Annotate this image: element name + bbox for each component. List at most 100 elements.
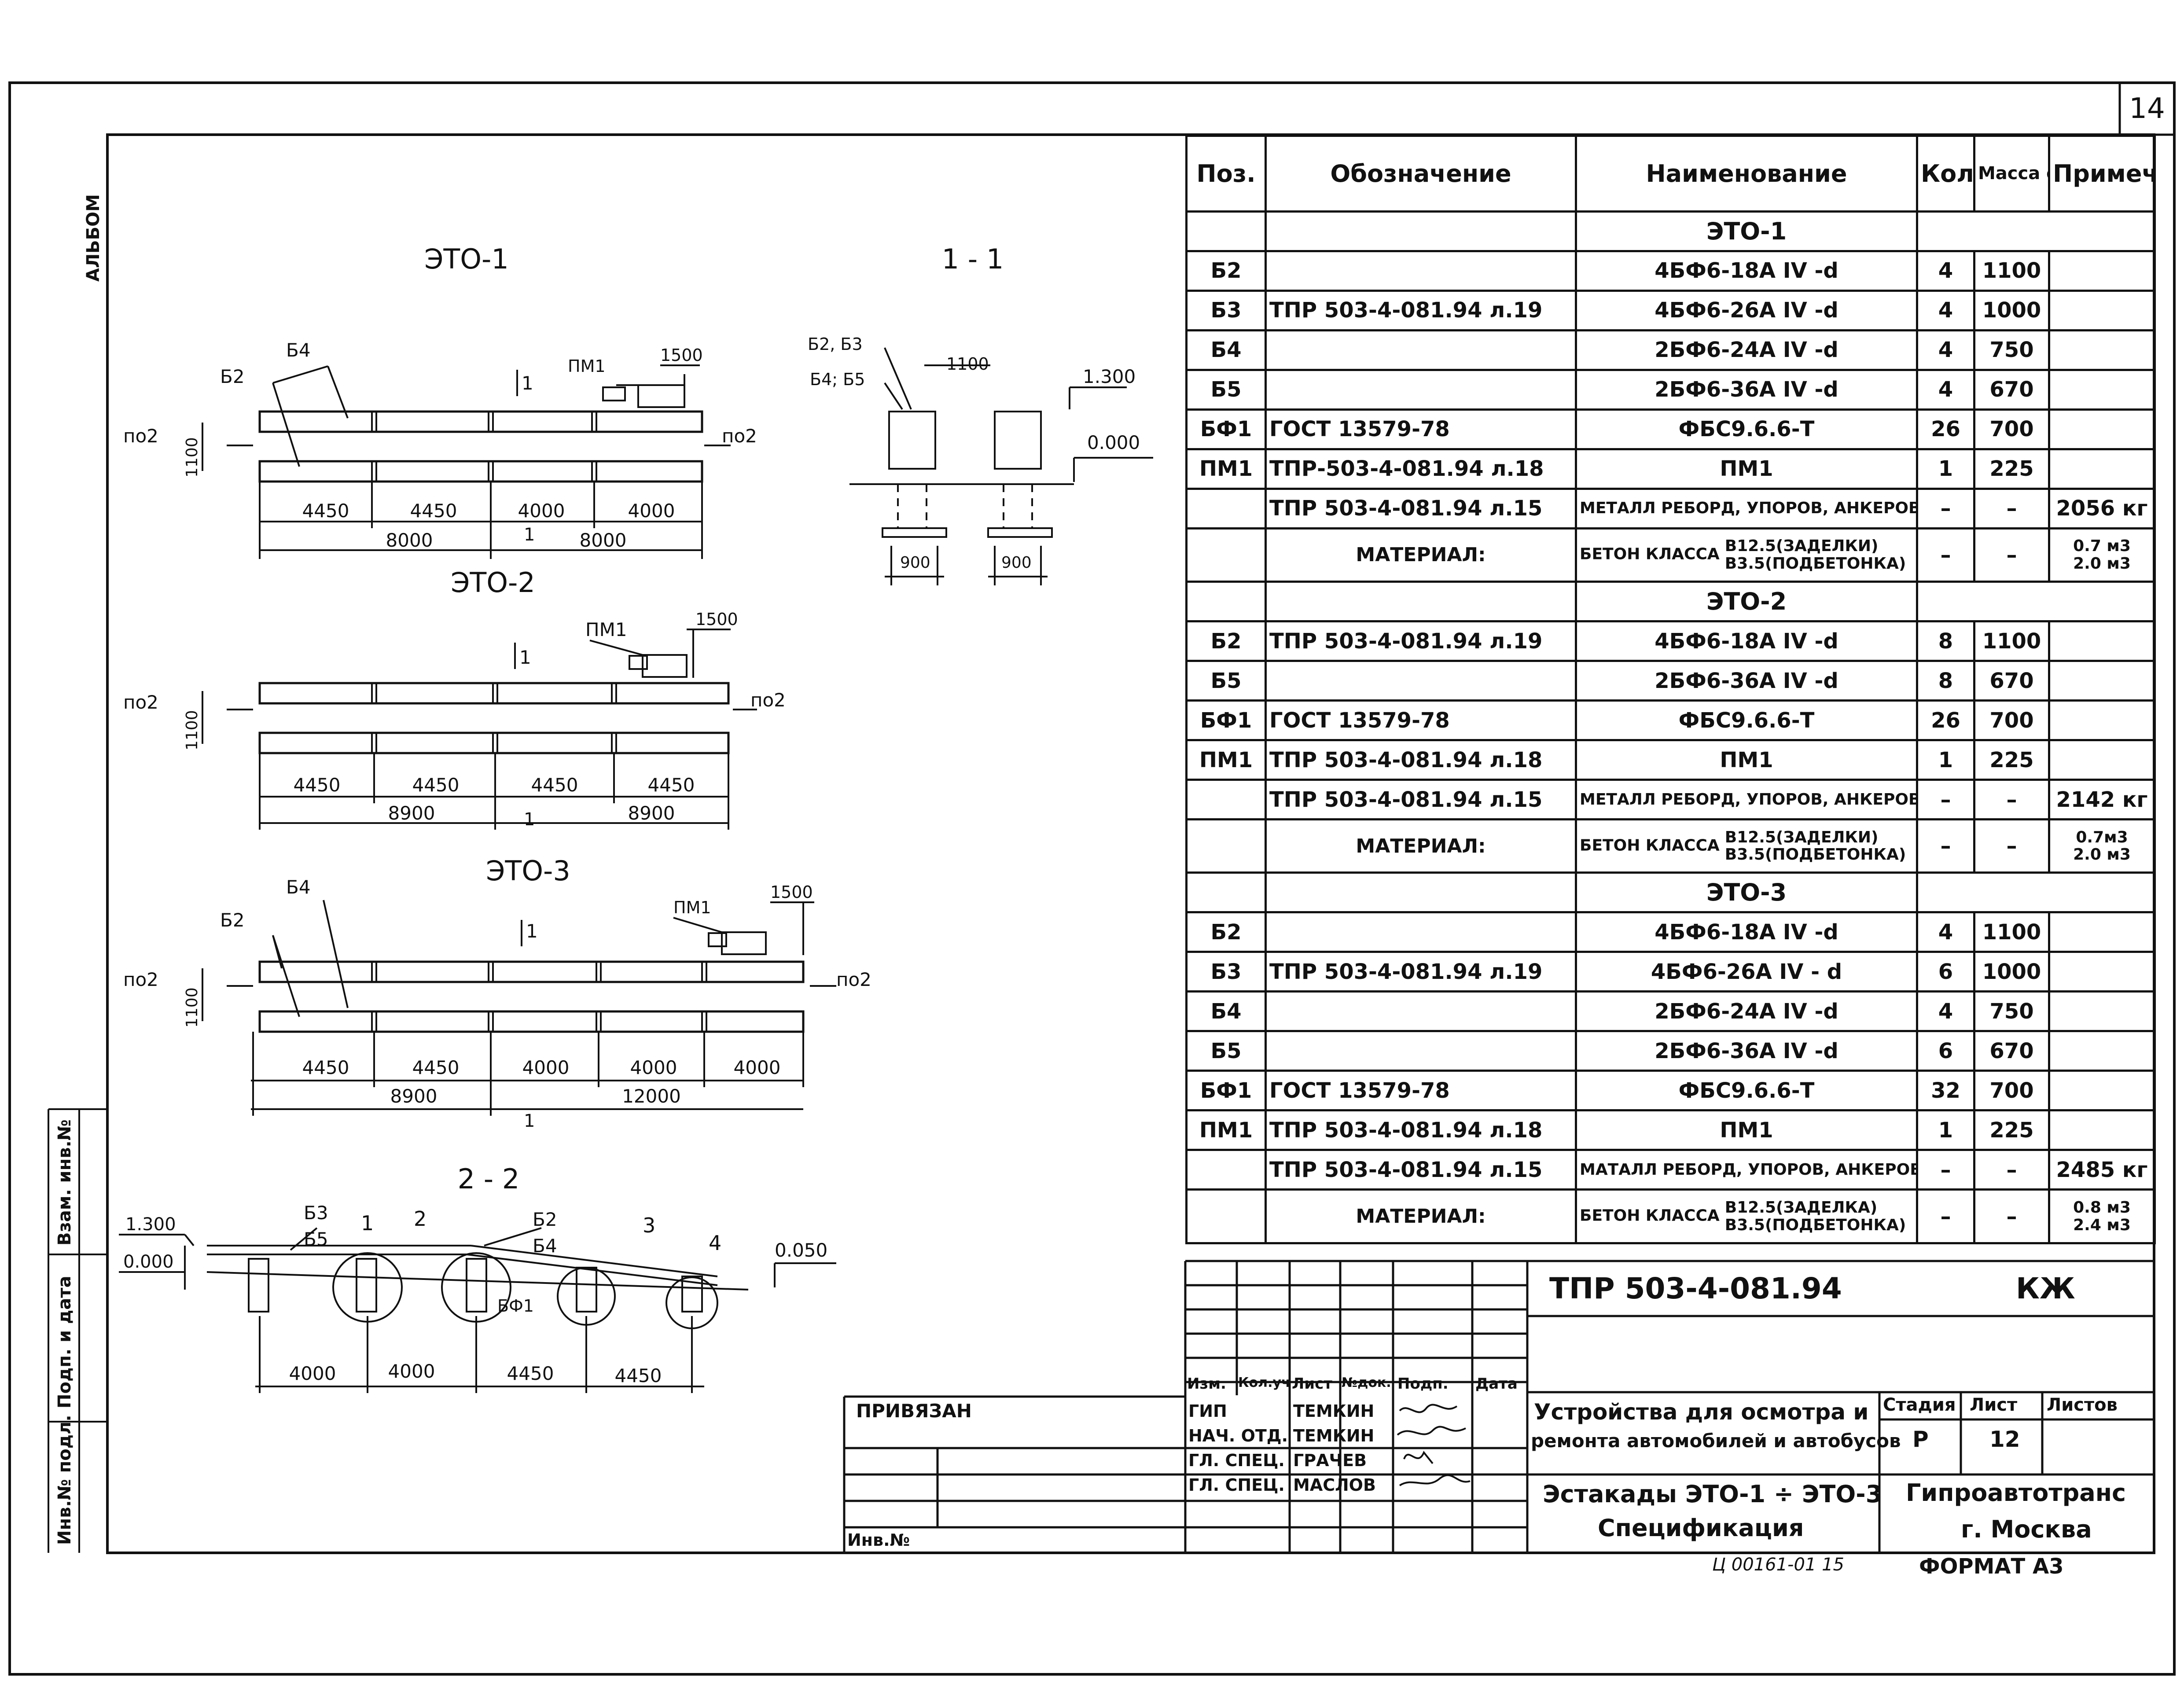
name-cell: 2БФ6-36А IV -d xyxy=(1575,368,1918,411)
eto3-label: 1100 xyxy=(183,987,201,1028)
mass-cell: – xyxy=(1973,779,2050,821)
eto3-cut-mark: 1 xyxy=(524,1111,535,1131)
designation-cell xyxy=(1265,990,1577,1033)
position-cell: Б5 xyxy=(1185,368,1267,411)
material-grade-a: В12.5(ЗАДЕЛКИ) xyxy=(1724,537,1879,555)
eto1-label: Б4 xyxy=(286,339,311,361)
project-code: ТПР 503-4-081.94 xyxy=(1549,1272,1842,1305)
name-cell: 2БФ6-36А IV -d xyxy=(1575,660,1918,702)
mass-cell: 225 xyxy=(1973,739,2050,781)
eto2-title: ЭТО-2 xyxy=(451,566,535,599)
section22-dim: 4000 xyxy=(388,1360,435,1382)
name-cell: 2БФ6-36А IV -d xyxy=(1575,1030,1918,1072)
position-cell: Б5 xyxy=(1185,1030,1267,1072)
quantity-cell: 6 xyxy=(1916,951,1975,993)
eto2-dim: 4450 xyxy=(294,774,341,796)
designation-cell: ТПР 503-4-081.94 л.18 xyxy=(1265,1109,1577,1151)
eto2-dim: 4450 xyxy=(648,774,695,796)
sheet-value: 12 xyxy=(1989,1427,2020,1452)
designation-cell xyxy=(1265,329,1577,371)
signatures-image xyxy=(1397,1404,1471,1486)
eto3-label: 1500 xyxy=(770,882,813,902)
mass-cell: 700 xyxy=(1973,699,2050,742)
signer-role: ГИП xyxy=(1188,1401,1227,1421)
eto1-label: 1 xyxy=(522,372,533,394)
rev-header-sheet: Лист xyxy=(1292,1375,1332,1393)
note-cell: 2142 кг xyxy=(2048,779,2156,821)
quantity-cell: 8 xyxy=(1916,660,1975,702)
designation-cell: ТПР 503-4-081.94 л.19 xyxy=(1265,289,1577,331)
position-cell: Б3 xyxy=(1185,951,1267,993)
eto1-dim: 4000 xyxy=(628,500,675,522)
name-cell: 4БФ6-18А IV -d xyxy=(1575,911,1918,953)
section22-title: 2 - 2 xyxy=(458,1163,520,1195)
section11-label: 1100 xyxy=(946,354,989,374)
note-cell: 2485 кг xyxy=(2048,1149,2156,1191)
drawing-mark: КЖ xyxy=(2016,1272,2075,1305)
left-strip-label-2: Подп. и дата xyxy=(55,1276,75,1408)
eto3-dim: 4000 xyxy=(734,1057,781,1078)
eto2-label: 1500 xyxy=(695,610,738,629)
mass-cell: 225 xyxy=(1973,448,2050,490)
position-cell: Б3 xyxy=(1185,289,1267,331)
mass-cell: 670 xyxy=(1973,1030,2050,1072)
stage-label: Стадия xyxy=(1883,1395,1956,1415)
eto2-cut-mark: 1 xyxy=(524,809,535,830)
designation-cell: ТПР 503-4-081.94 л.18 xyxy=(1265,739,1577,781)
note-cell xyxy=(2048,1070,2156,1112)
sheet-number: 14 xyxy=(2129,92,2165,125)
note-cell xyxy=(2048,660,2156,702)
designation-cell: ТПР-503-4-081.94 л.18 xyxy=(1265,448,1577,490)
designation-cell: ГОСТ 13579-78 xyxy=(1265,1070,1577,1112)
eto2-label: ПМ1 xyxy=(585,619,627,640)
sheet-number-box xyxy=(2118,81,2176,136)
name-cell: ПМ1 xyxy=(1575,448,1918,490)
designation-cell xyxy=(1265,660,1577,702)
position-cell: Б2 xyxy=(1185,250,1267,292)
material-grade-b: В3.5(ПОДБЕТОНКА) xyxy=(1724,1216,1906,1234)
mass-cell: – xyxy=(1973,487,2050,529)
note-cell xyxy=(2048,699,2156,742)
eto3-dim: 4450 xyxy=(412,1057,460,1078)
signer-name: ТЕМКИН xyxy=(1293,1401,1375,1421)
mass-cell: – xyxy=(1973,818,2050,874)
left-strip-label-1: Инв.№ подл. xyxy=(55,1415,75,1545)
name-cell: МАТАЛЛ РЕБОРД, УПОРОВ, АНКЕРОВ xyxy=(1575,1149,1918,1191)
quantity-cell: – xyxy=(1916,779,1975,821)
section-title: ЭТО-2 xyxy=(1575,581,1918,623)
eto3-beam-lower xyxy=(258,1010,805,1033)
designation-cell: ТПР 503-4-081.94 л.15 xyxy=(1265,1149,1577,1191)
position-cell xyxy=(1185,1149,1267,1191)
quantity-cell: 4 xyxy=(1916,911,1975,953)
section22-label: 1 xyxy=(361,1211,374,1235)
material-label: МАТЕРИАЛ: xyxy=(1265,818,1577,874)
eto1-beam-lower xyxy=(258,460,703,483)
quantity-cell: – xyxy=(1916,818,1975,874)
eto3-dim: 12000 xyxy=(622,1085,681,1107)
name-cell: 4БФ6-18А IV -d xyxy=(1575,620,1918,662)
designation-cell: ТПР 503-4-081.94 л.19 xyxy=(1265,620,1577,662)
eto2-dim: 8900 xyxy=(628,802,675,824)
section22-label: 4 xyxy=(709,1231,721,1255)
note-cell xyxy=(2048,739,2156,781)
eto2-label: 1100 xyxy=(183,710,201,750)
eto3-dim: 8900 xyxy=(390,1085,438,1107)
specification-table: Поз. Обозначение Наименование Кол. Масса… xyxy=(1185,135,2156,1244)
mass-cell: 225 xyxy=(1973,1109,2050,1151)
signer-role: ГЛ. СПЕЦ. xyxy=(1188,1475,1285,1495)
section11-label: Б2, Б3 xyxy=(808,335,863,354)
quantity-cell: 1 xyxy=(1916,739,1975,781)
eto1-label: 1500 xyxy=(660,346,703,365)
position-cell: ПМ1 xyxy=(1185,1109,1267,1151)
note-cell xyxy=(2048,289,2156,331)
quantity-cell: – xyxy=(1916,1188,1975,1244)
section11-label: Б4; Б5 xyxy=(810,370,865,389)
section11-label: 0.000 xyxy=(1087,432,1140,453)
